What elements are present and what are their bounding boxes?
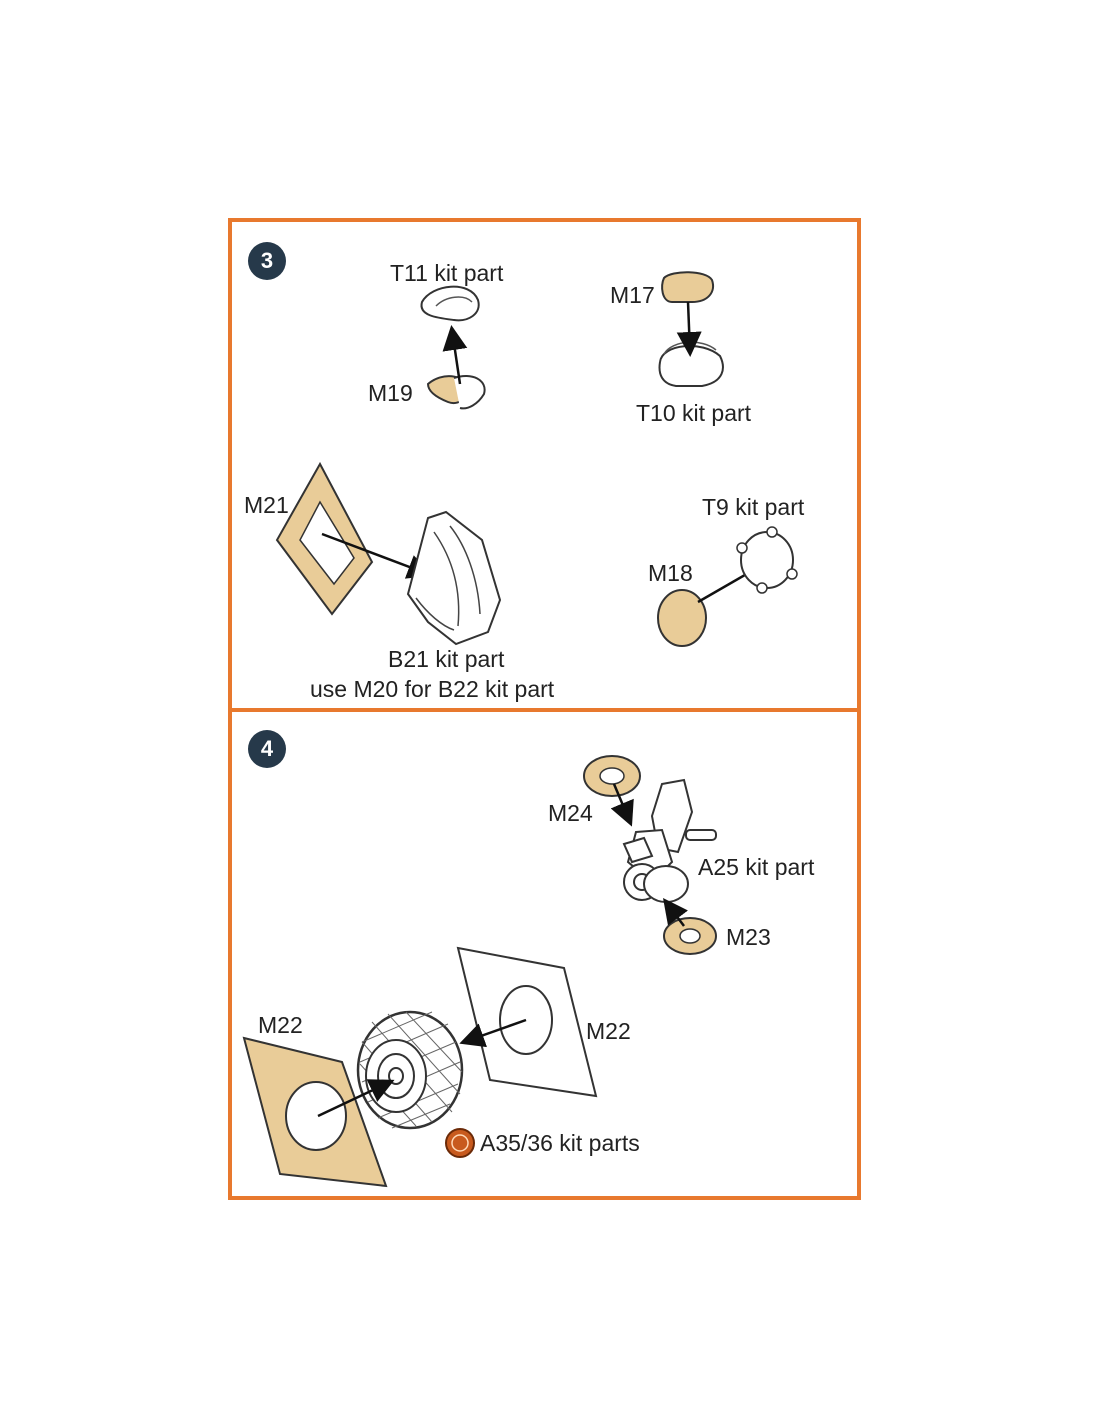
- m19-label: M19: [368, 380, 413, 406]
- b22-note-label: use M20 for B22 kit part: [310, 676, 555, 702]
- step-4-panel: 4: [228, 708, 861, 1200]
- m23-mask: [663, 917, 717, 955]
- a35-36-reference-icon: [445, 1128, 475, 1158]
- m18-mask: [657, 589, 707, 647]
- m17-label: M17: [610, 282, 655, 308]
- step-3-illustration: [275, 271, 798, 647]
- m22-left-label: M22: [258, 1012, 303, 1038]
- a35-36-kit-parts-label: A35/36 kit parts: [480, 1130, 640, 1156]
- b21-kit-part-label: B21 kit part: [388, 646, 505, 672]
- t10-part: [658, 345, 724, 387]
- m24-label: M24: [548, 800, 593, 826]
- m21-label: M21: [244, 492, 289, 518]
- m23-label: M23: [726, 924, 771, 950]
- arrow-m24-to-a25: [610, 783, 634, 827]
- a25-part: [622, 778, 717, 903]
- m24-mask: [583, 755, 641, 797]
- step-4-illustration: [242, 755, 717, 1188]
- arrow-m21-to-b21: [321, 532, 433, 579]
- m17-mask: [661, 271, 714, 303]
- b21-part: [406, 510, 502, 646]
- m22-right-label: M22: [586, 1018, 631, 1044]
- arrow-m22-right-to-wheel: [459, 1018, 527, 1048]
- t11-part: [420, 285, 480, 322]
- t11-kit-part-label: T11 kit part: [390, 260, 504, 286]
- t9-kit-part-label: T9 kit part: [702, 494, 805, 520]
- m18-label: M18: [648, 560, 693, 586]
- step-3-panel: 3: [228, 218, 861, 712]
- step-number-badge: 4: [248, 730, 286, 768]
- arrow-m17-to-t10: [676, 301, 702, 357]
- t10-kit-part-label: T10 kit part: [636, 400, 752, 426]
- t9-part: [736, 526, 798, 594]
- arrow-m19-to-t11: [442, 325, 468, 385]
- arrow-m23-to-a25: [663, 898, 688, 927]
- wheel-a35-36: [356, 1010, 464, 1130]
- a25-kit-part-label: A25 kit part: [698, 854, 815, 880]
- step-number-badge: 3: [248, 242, 286, 280]
- arrow-m22-left-to-wheel: [317, 1079, 395, 1118]
